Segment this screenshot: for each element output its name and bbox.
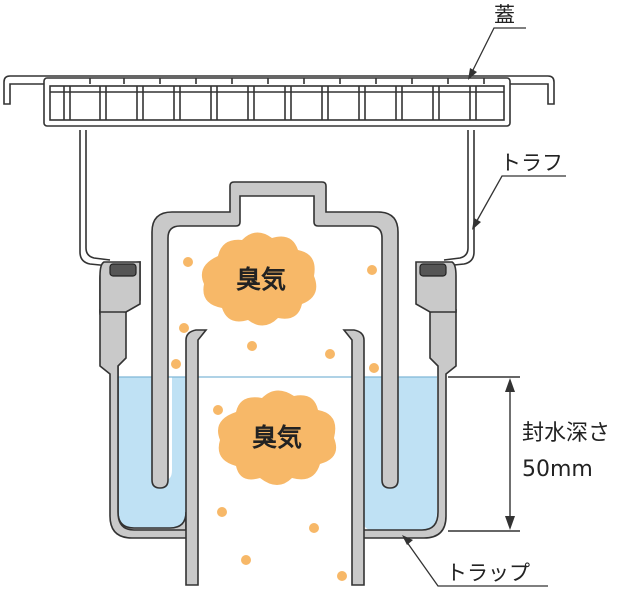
trough-left-wall (79, 130, 111, 267)
odor-cloud-lower-shape (218, 390, 337, 485)
odor-particle (247, 341, 257, 351)
odor-particle (241, 555, 251, 565)
seal-depth-value: 50mm (522, 457, 593, 482)
odor-cloud-lower: 臭気 (218, 390, 337, 485)
odor-particle (179, 323, 189, 333)
odor-label-upper: 臭気 (236, 265, 286, 294)
odor-particle (171, 359, 181, 369)
trough-right-wall (443, 130, 475, 267)
odor-particle (367, 265, 377, 275)
leader-lid (469, 27, 526, 77)
odor-particle (309, 523, 319, 533)
standpipe (185, 329, 365, 586)
leader-trough-arrow (472, 218, 481, 230)
trap-inner-cap (151, 181, 399, 489)
standpipe-left-wall (185, 329, 208, 586)
odor-particle (325, 349, 335, 359)
odor-particle (213, 405, 223, 415)
gasket-right (419, 263, 447, 277)
lid-body (43, 77, 511, 127)
odor-particle (337, 571, 347, 581)
lid-body-inner (49, 85, 505, 121)
lid-notches (89, 78, 485, 84)
leader-lid-arrow (468, 68, 477, 80)
odor-particle (217, 507, 227, 517)
trap-body (99, 261, 457, 539)
trough-left-wall-inner (85, 130, 111, 261)
dim-arrow-top (505, 378, 515, 392)
odor-particle (369, 363, 379, 373)
label-trough: トラフ (500, 151, 563, 175)
leader-trough (473, 175, 566, 227)
gasket-left (109, 263, 137, 277)
odor-cloud-upper: 臭気 (201, 232, 317, 326)
odor-particles (171, 257, 379, 581)
callout-leaders (402, 27, 566, 587)
seal-depth-dimension (448, 376, 520, 532)
label-lid: 蓋 (494, 3, 515, 27)
leader-trap (403, 537, 548, 587)
seal-depth-label: 封水深さ (522, 421, 610, 446)
odor-label-lower: 臭気 (252, 423, 302, 452)
leader-trap-arrow (402, 535, 413, 545)
odor-particle (183, 257, 193, 267)
dim-arrow-bottom (505, 516, 515, 530)
label-trap: トラップ (446, 561, 530, 585)
odor-cloud-upper-shape (201, 232, 317, 326)
lid-grate-bars (50, 86, 504, 120)
trough-right-wall-inner (443, 130, 469, 261)
standpipe-right-wall (342, 329, 365, 586)
grate-lid (3, 75, 555, 127)
trough (79, 130, 475, 267)
inner-cap-shell (151, 181, 399, 489)
